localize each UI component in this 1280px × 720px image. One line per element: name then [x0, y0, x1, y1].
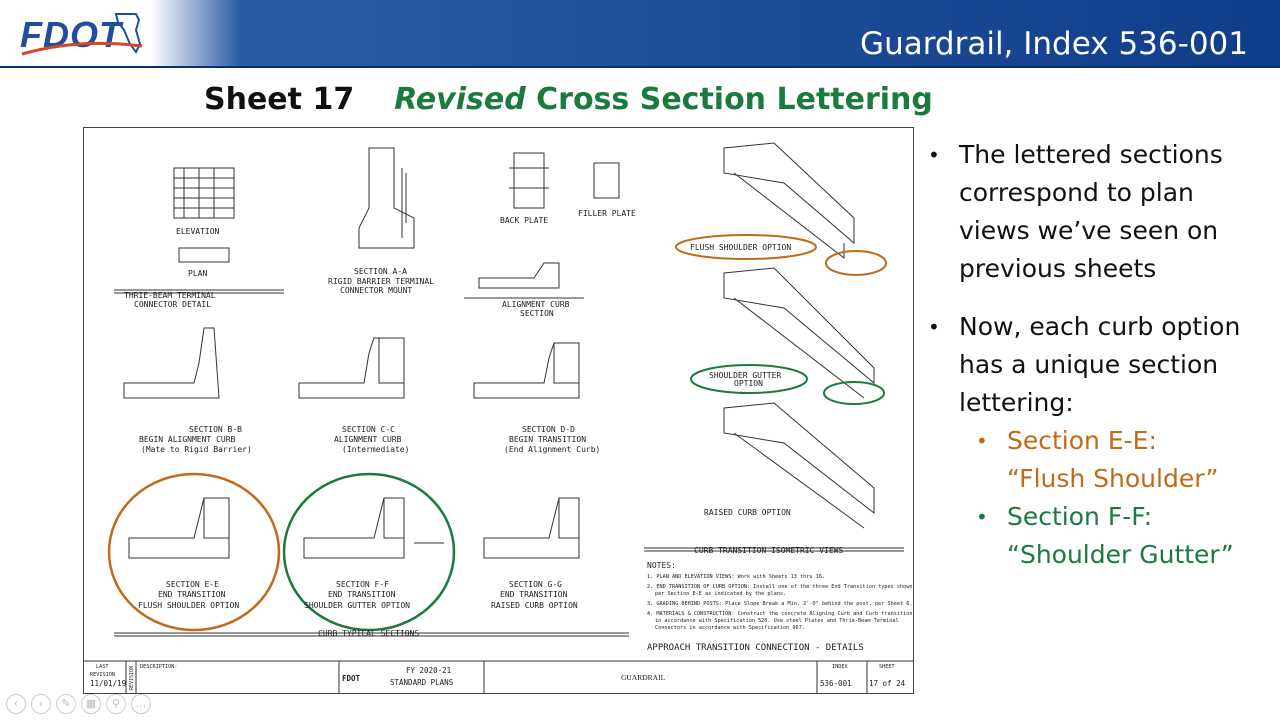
notes-title: NOTES: [647, 561, 676, 570]
sub-bullet-line: “Flush Shoulder” [1007, 464, 1219, 493]
note-1: 1. PLAN AND ELEVATION VIEWS: Work with S… [647, 574, 825, 580]
sub-bullet-section-ee: Section E-E: “Flush Shoulder” [976, 422, 1268, 498]
drawing-canvas: ELEVATION PLAN THRIE-BEAM TERMINAL CONNE… [84, 142, 913, 693]
previous-slide-icon[interactable]: ‹ [6, 694, 26, 714]
section-ee-sub: END TRANSITION [158, 590, 226, 599]
section-ff-highlight [282, 472, 456, 632]
rigid-barrier-label: RIGID BARRIER TERMINAL [328, 277, 434, 286]
sub-bullet-section-ff: Section F-F: “Shoulder Gutter” [976, 498, 1268, 574]
end-transition-ff-highlight [823, 381, 885, 405]
shoulder-gutter-option-label-2: OPTION [734, 379, 763, 388]
standard-plan-drawing: ELEVATION PLAN THRIE-BEAM TERMINAL CONNE… [83, 127, 914, 694]
section-cc-sub: ALIGNMENT CURB [334, 435, 402, 444]
section-dd-label: SECTION D-D [522, 425, 575, 434]
presentation-title: Guardrail, Index 536-001 [860, 26, 1248, 62]
connector-mount-label: CONNECTOR MOUNT [340, 286, 412, 295]
slideshow-controls: ‹›✎▦⚲… [6, 694, 166, 716]
shoulder-gutter-highlight [690, 364, 808, 394]
raised-curb-option-label: RAISED CURB OPTION [704, 508, 791, 517]
revision-date: 11/01/19 [90, 679, 126, 688]
sub-bullet-line: Section E-E: [1007, 426, 1157, 455]
flush-shoulder-highlight [675, 234, 817, 260]
title-rest: Cross Section Lettering [525, 82, 933, 117]
sheet-value: 17 of 24 [869, 679, 906, 688]
note-4c: Connectors in accordance with Specificat… [655, 625, 805, 631]
more-options-icon[interactable]: … [131, 694, 151, 714]
slide-grid-icon[interactable]: ▦ [81, 694, 101, 714]
back-plate-label: BACK PLATE [500, 216, 548, 225]
section-cc-label: SECTION C-C [342, 425, 395, 434]
section-bb-label: SECTION B-B [189, 425, 242, 434]
logo-text: FDOT [20, 14, 122, 55]
slide-header [0, 0, 1280, 66]
section-gg-sub2: RAISED CURB OPTION [491, 601, 578, 610]
fdot-logo: FDOT [18, 8, 148, 60]
approach-transition-label: APPROACH TRANSITION CONNECTION - DETAILS [647, 643, 864, 653]
section-ee-sub2: FLUSH SHOULDER OPTION [138, 601, 239, 610]
section-ff-label: SECTION F-F [336, 580, 389, 589]
description-label: DESCRIPTION: [140, 664, 177, 670]
slide-title: Sheet 17 Revised Cross Section Lettering [204, 82, 933, 117]
section-ee-label: SECTION E-E [166, 580, 219, 589]
note-2: 2. END TRANSITION OF CURB OPTION: Instal… [647, 584, 912, 590]
revision-vertical-label: REVISION [129, 666, 135, 690]
next-slide-icon[interactable]: › [31, 694, 51, 714]
note-3: 3. GRADING BEHIND POSTS: Place Slope Bre… [647, 601, 912, 607]
zoom-icon[interactable]: ⚲ [106, 694, 126, 714]
fiscal-year: FY 2020-21 [406, 666, 451, 675]
title-revised: Revised [394, 82, 526, 117]
note-2b: per Section E-E as indicated by the plan… [655, 591, 786, 597]
florida-state-icon [21, 13, 143, 56]
section-dd-sub2: (End Alignment Curb) [504, 445, 600, 454]
sheet-label: SHEET [879, 664, 895, 670]
fdot-small-logo: FDOT [342, 674, 361, 683]
section-aa-label: SECTION A-A [354, 267, 407, 276]
end-transition-ee-highlight [825, 250, 887, 276]
elevation-label: ELEVATION [176, 227, 220, 236]
filler-plate-label: FILLER PLATE [578, 209, 636, 218]
last-revision-label: REVISION [90, 672, 115, 678]
bullet-item: The lettered sections correspond to plan… [928, 136, 1268, 288]
bullet-item: Now, each curb option has a unique secti… [928, 308, 1268, 422]
alignment-curb-section-label: SECTION [520, 309, 554, 318]
section-ff-sub: END TRANSITION [328, 590, 396, 599]
section-dd-sub: BEGIN TRANSITION [509, 435, 586, 444]
thrie-detail-label: THRIE-BEAM TERMINAL [124, 291, 216, 300]
shoulder-gutter-option-label: SHOULDER GUTTER [709, 371, 781, 380]
section-cc-sub2: (Intermediate) [342, 445, 409, 454]
bullet-list: The lettered sections correspond to plan… [928, 136, 1268, 574]
sub-bullet-line: “Shoulder Gutter” [1007, 540, 1234, 569]
curb-typical-sections-label: CURB TYPICAL SECTIONS [318, 629, 419, 638]
note-4: 4. MATERIALS & CONSTRUCTION: Construct t… [647, 611, 912, 617]
section-ee-highlight [107, 472, 281, 632]
pen-icon[interactable]: ✎ [56, 694, 76, 714]
section-gg-sub: END TRANSITION [500, 590, 568, 599]
connector-detail-label: CONNECTOR DETAIL [134, 300, 211, 309]
section-ff-sub2: SHOULDER GUTTER OPTION [304, 601, 410, 610]
section-bb-sub: BEGIN ALIGNMENT CURB [139, 435, 236, 444]
alignment-curb-label: ALIGNMENT CURB [502, 300, 570, 309]
section-bb-sub2: (Mate to Rigid Barrier) [141, 445, 252, 454]
guardrail-label: GUARDRAIL [621, 673, 666, 682]
isometric-views-label: CURB TRANSITION ISOMETRIC VIEWS [694, 546, 843, 555]
last-label: LAST [96, 664, 109, 670]
sub-bullet-line: Section F-F: [1007, 502, 1153, 531]
note-4b: in accordance with Specification 520. Us… [655, 618, 899, 624]
plan-label: PLAN [188, 269, 207, 278]
standard-plans-label: STANDARD PLANS [390, 678, 454, 687]
section-gg-label: SECTION G-G [509, 580, 562, 589]
flush-shoulder-option-label: FLUSH SHOULDER OPTION [690, 243, 791, 252]
header-divider [0, 66, 1280, 68]
index-label: INDEX [832, 664, 848, 670]
index-value: 536-001 [820, 679, 852, 688]
sheet-number: Sheet 17 [204, 82, 355, 117]
